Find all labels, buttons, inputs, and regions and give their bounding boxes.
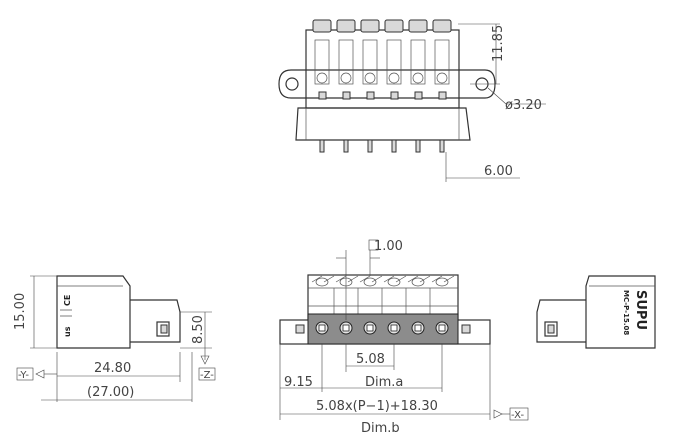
side-view-right: SUPU MC-P-15.08	[536, 275, 656, 349]
front-hatch	[308, 275, 458, 307]
dim-edge-offset: 9.15	[284, 375, 313, 390]
dim-height-top: 11.85	[491, 25, 506, 62]
top-flange	[278, 69, 496, 99]
side-latch	[156, 321, 170, 337]
dim-pin-height: 8.50	[191, 315, 206, 344]
dim-flange-offset: 6.00	[484, 164, 513, 179]
top-pins	[319, 139, 445, 153]
front-view: 1.00 5.08 9.15 Dim.a 5.08x(P−1)+18.30 Di…	[279, 239, 529, 436]
brand-name: SUPU	[633, 290, 648, 330]
dim-pitch: 5.08	[356, 352, 385, 367]
dim-thickness: 1.00	[374, 239, 403, 254]
top-cavities	[314, 39, 450, 100]
model-number: MC-P-15.08	[622, 290, 630, 335]
side-body	[56, 275, 131, 349]
dim-depth: 24.80	[94, 361, 131, 376]
side-view-left: us CE 15.00 8.50 -Z- -Y- 24.80 (27.00)	[13, 275, 216, 402]
mount-hole-left	[285, 77, 299, 91]
right-rear-block	[536, 299, 586, 343]
dim-depth-total: (27.00)	[87, 385, 134, 400]
cert-mark: us	[63, 326, 72, 337]
front-screws	[315, 321, 449, 335]
front-upper-body	[307, 274, 459, 321]
axis-y-label: -Y-	[18, 370, 29, 381]
right-latch	[544, 321, 558, 337]
dim-height-side: 15.00	[13, 293, 28, 330]
ce-mark: CE	[63, 295, 72, 306]
dim-b-label: Dim.b	[361, 421, 400, 436]
dim-hole-diameter: ø3.20	[505, 98, 542, 113]
axis-x-label: -X-	[511, 410, 524, 421]
top-view: 11.85 ø3.20 6.00	[278, 19, 546, 182]
dim-formula: 5.08x(P−1)+18.30	[316, 399, 438, 414]
axis-z-label: -Z-	[200, 370, 214, 381]
top-lips	[312, 19, 452, 33]
front-screw-block	[307, 313, 459, 345]
right-body	[585, 275, 656, 349]
dim-a-label: Dim.a	[365, 375, 403, 390]
side-rear-block	[130, 299, 181, 343]
top-lower-body	[295, 107, 471, 141]
